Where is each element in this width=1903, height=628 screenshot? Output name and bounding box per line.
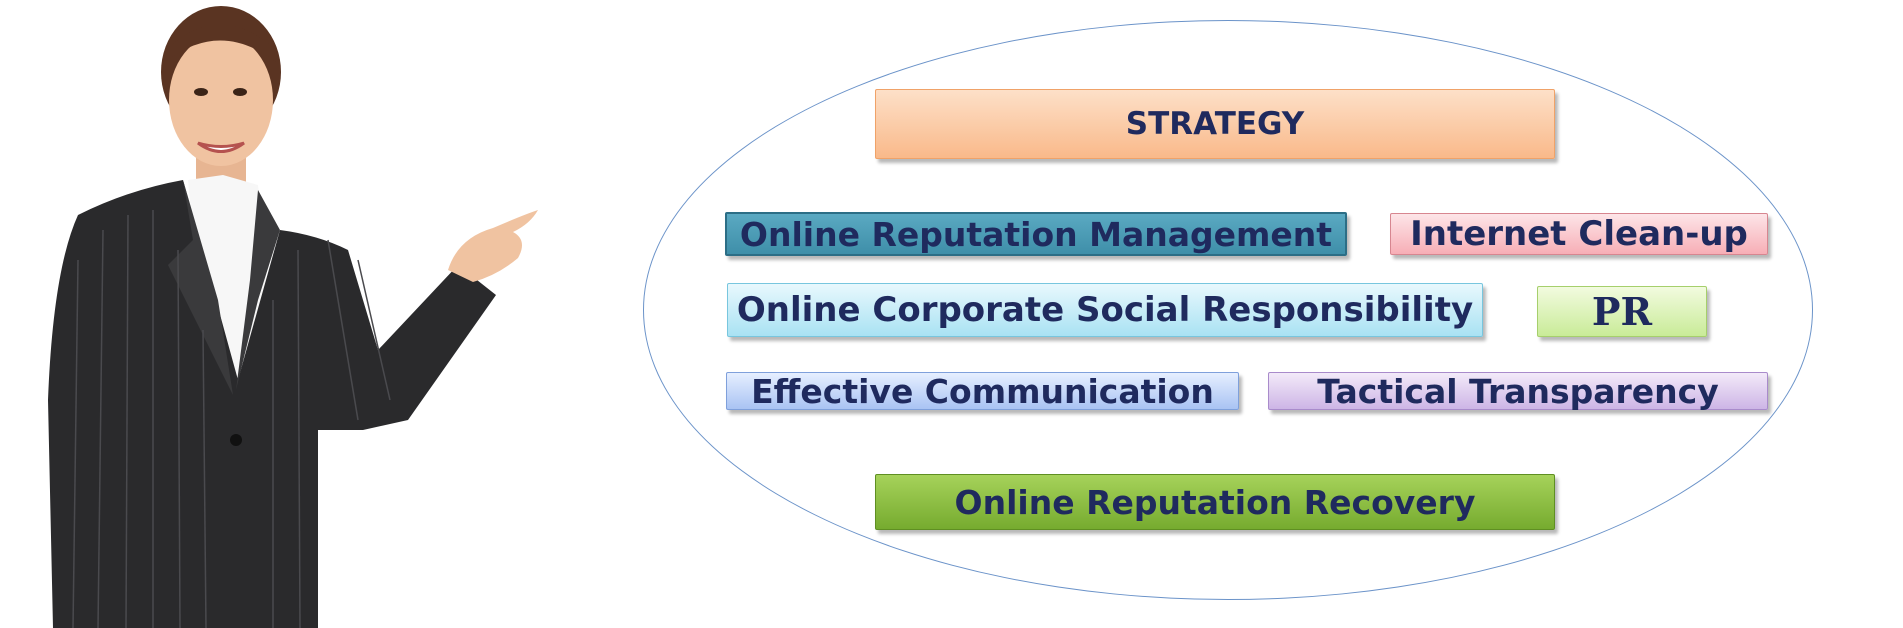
online-reputation-management-label: Online Reputation Management [739, 214, 1333, 254]
effective-communication-label: Effective Communication [751, 371, 1214, 411]
online-reputation-recovery-label: Online Reputation Recovery [954, 482, 1476, 522]
online-reputation-management-box: Online Reputation Management [725, 212, 1347, 256]
online-csr-box: Online Corporate Social Responsibility [727, 283, 1483, 337]
internet-cleanup-box: Internet Clean-up [1390, 213, 1768, 255]
pr-label: PR [1591, 289, 1653, 334]
online-reputation-recovery-box: Online Reputation Recovery [875, 474, 1555, 530]
online-csr-label: Online Corporate Social Responsibility [736, 290, 1474, 330]
pr-box: PR [1537, 286, 1707, 337]
strategy-label: STRATEGY [1125, 106, 1305, 142]
strategy-box: STRATEGY [875, 89, 1555, 159]
businesswoman-illustration [18, 0, 538, 628]
tactical-transparency-box: Tactical Transparency [1268, 371, 1768, 411]
internet-cleanup-label: Internet Clean-up [1410, 214, 1748, 254]
effective-communication-box: Effective Communication [726, 371, 1239, 411]
tactical-transparency-label: Tactical Transparency [1317, 371, 1719, 411]
diagram-oval [643, 20, 1813, 600]
